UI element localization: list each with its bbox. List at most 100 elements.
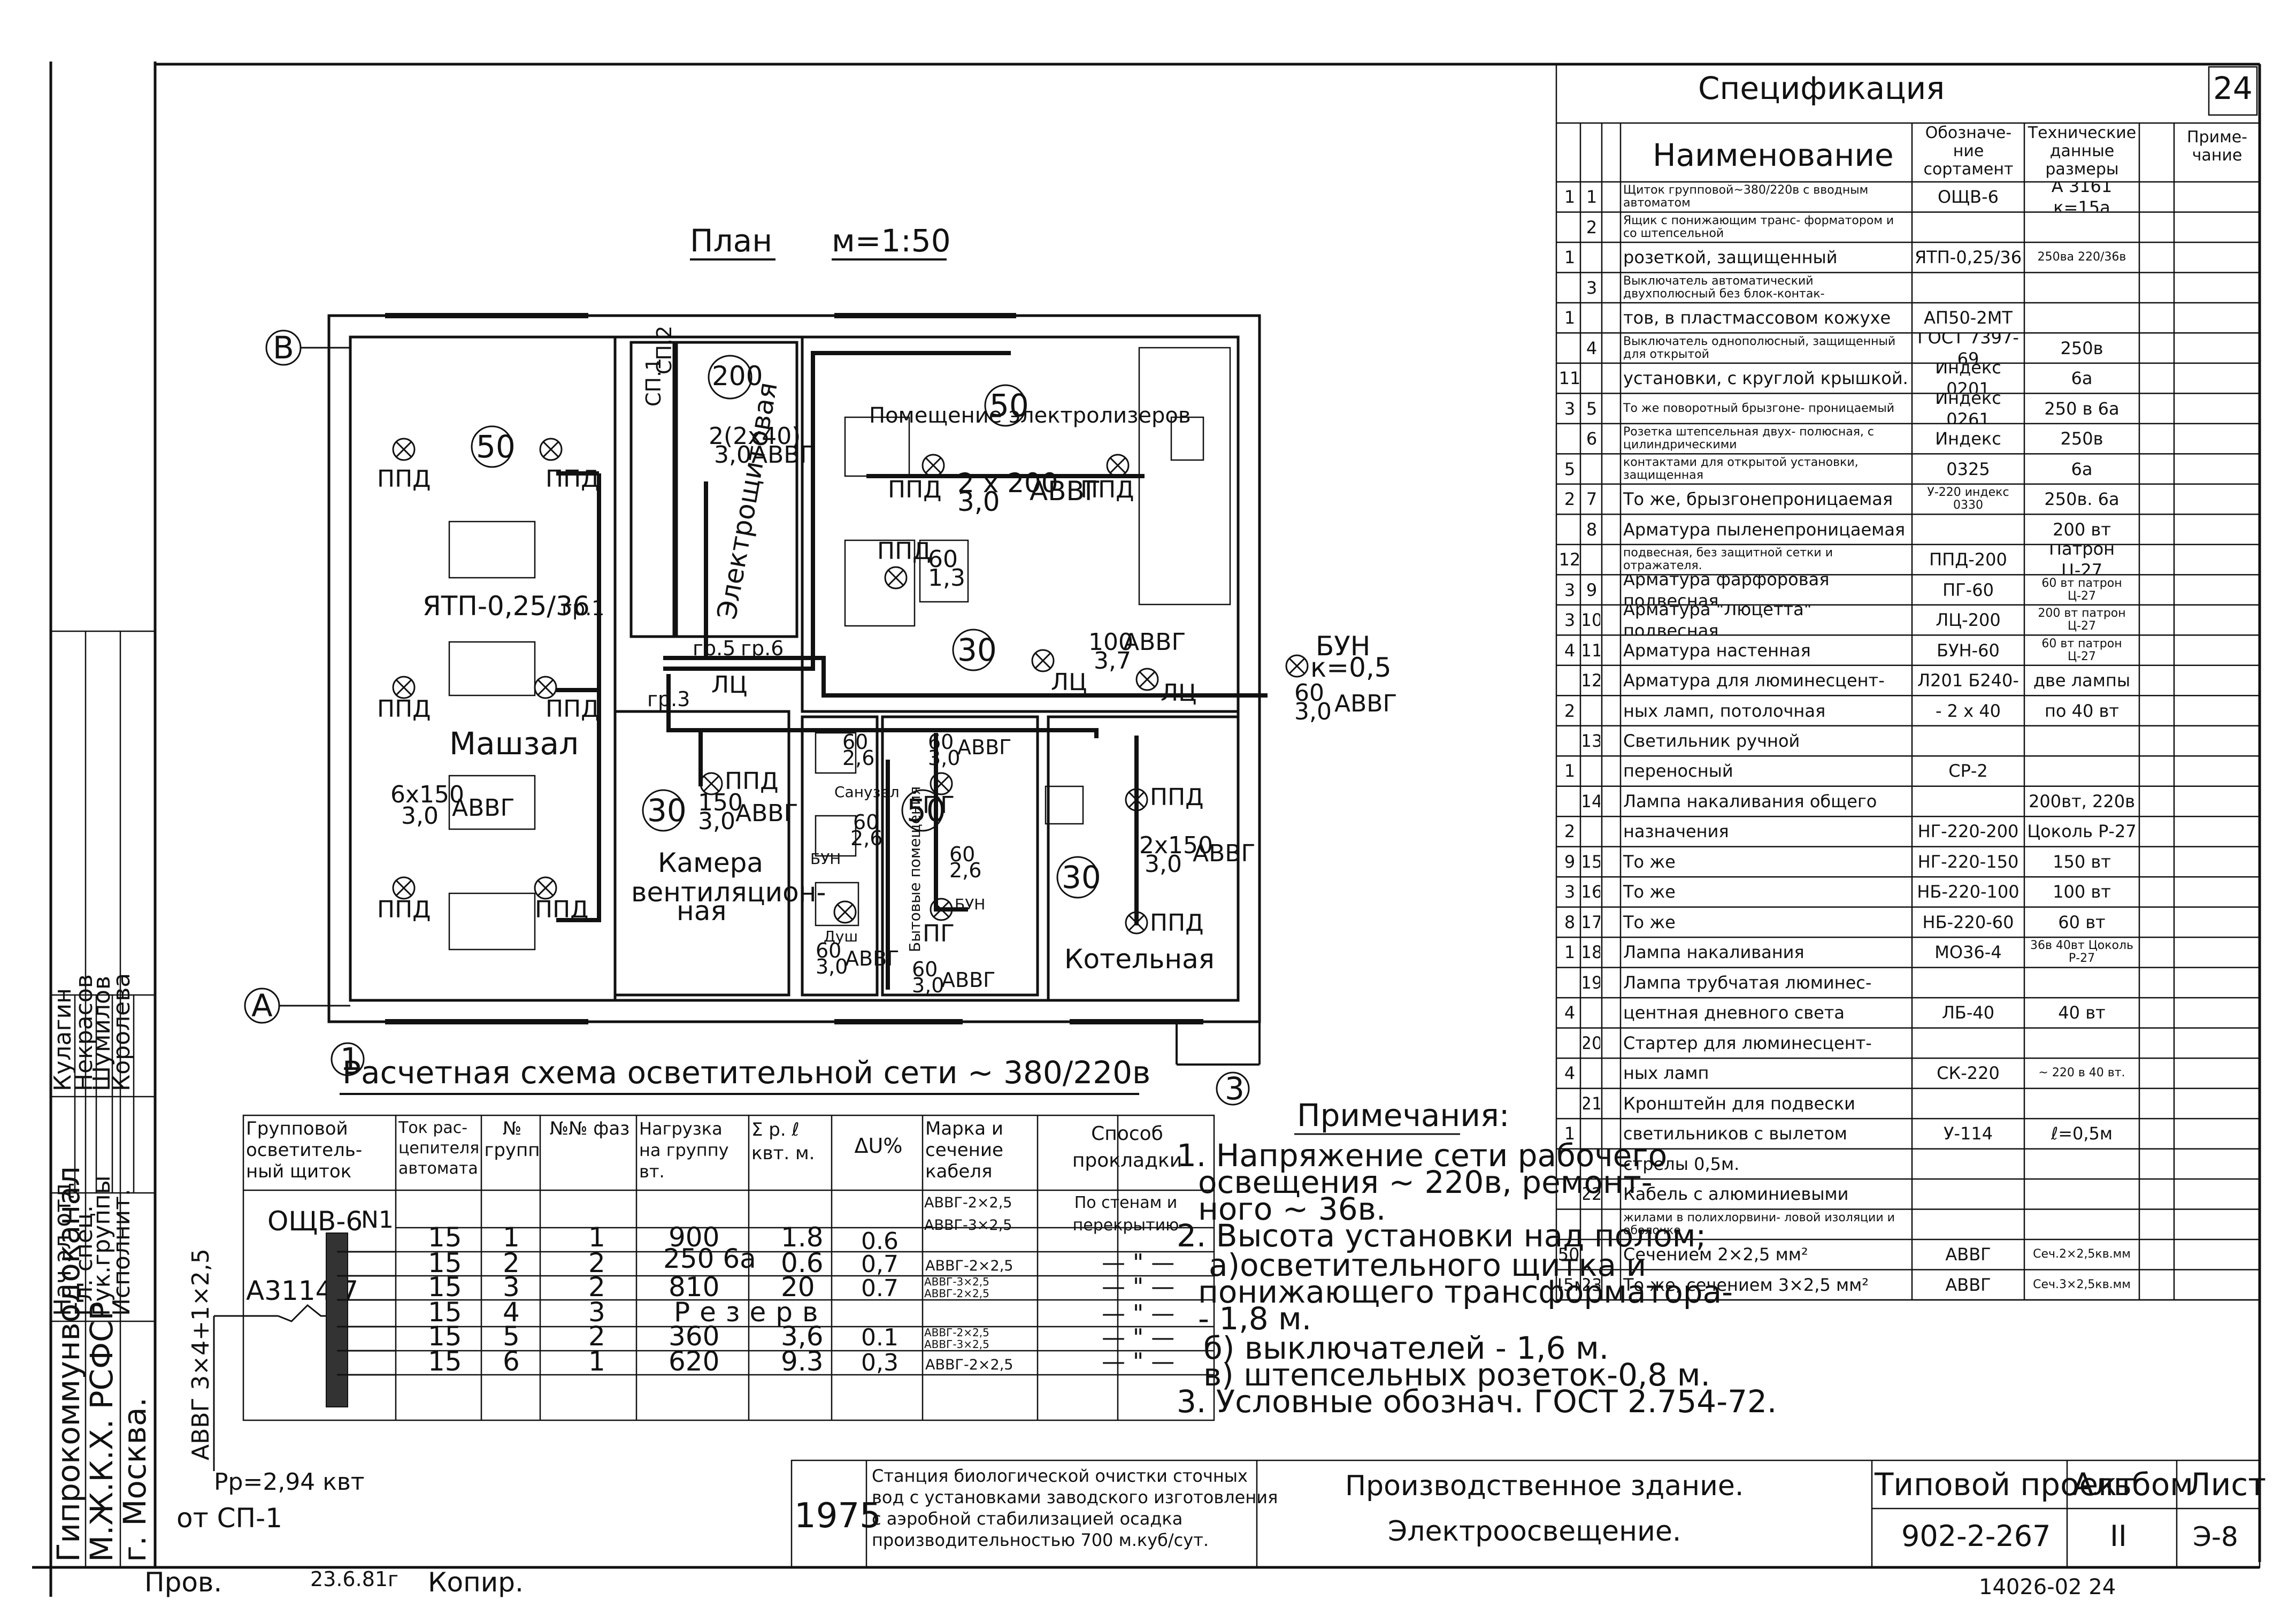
note-line-4: 2. Высота установки над полом; [1177, 1218, 1706, 1254]
wiring [556, 351, 1268, 990]
spec-col-tech: Технические данные размеры [2028, 124, 2137, 179]
cable-3-0-d: 3,0 [816, 955, 848, 978]
spec-name: То же, брызгонепроницаемая [1623, 489, 1893, 510]
label-ppd-11: ППД [1150, 784, 1204, 811]
th-board: Групповой осветитель- ный щиток [246, 1118, 363, 1182]
lamp-symbol [1106, 454, 1130, 477]
spec-tech [2027, 726, 2137, 755]
label-ppd-1: ППД [377, 465, 431, 493]
cable-60-d-type: АВВГ [845, 947, 899, 970]
spec-name: жилами в полихлорвини- ловой изоляции и … [1623, 1211, 1895, 1237]
note-line-3: ного ~ 36в. [1198, 1191, 1386, 1227]
r5-method: — " — [1102, 1324, 1174, 1351]
spec-qty: 4 [1564, 1063, 1576, 1084]
plan-title-text: План [690, 223, 772, 259]
cable-2x150: 2х150 [1139, 832, 1213, 859]
notes-title: Примечания: [1297, 1097, 1509, 1134]
spec-qty: 11 [1559, 368, 1580, 389]
spec-pos [1583, 817, 1600, 846]
role-2: Гл. спец. [71, 1205, 98, 1316]
lamp-symbol [1031, 649, 1055, 672]
spec-name: переносный [1623, 761, 1733, 782]
spec-name: стрелы 0,5м. [1623, 1153, 1740, 1174]
spec-tech [2027, 1150, 2137, 1178]
spec-tech: А 3161 к=15а [2051, 182, 2113, 212]
room-sanuzel: Санузел [834, 783, 900, 801]
spec-oboz [1915, 1029, 2022, 1058]
spec-name: Ящик с понижающим транс- форматором и со… [1623, 213, 1894, 240]
room-shower: Душ [824, 928, 858, 945]
station-4: производительностью 700 м.куб/сут. [872, 1530, 1209, 1550]
spec-pos: 8 [1586, 519, 1598, 540]
feeder-cable: АВВГ 3×4+1×2,5 [187, 1249, 214, 1460]
spec-oboz: НГ-220-200 [1917, 821, 2019, 842]
spec-pos: 6 [1586, 428, 1598, 449]
lamps [392, 438, 1309, 935]
axis-3: 3 [1225, 1070, 1245, 1107]
spec-name: Арматура для люминесцент- [1623, 670, 1885, 691]
spec-pos: 15 [1583, 851, 1600, 872]
note-line-9: в) штепсельных розеток-0,8 м. [1203, 1357, 1710, 1393]
spec-qty: 3 [1564, 398, 1576, 419]
cable-100-type: АВВГ [1123, 629, 1186, 656]
spec-pos [1583, 756, 1600, 785]
pp-value: Рр=2,94 квт [214, 1468, 364, 1496]
spec-tech: 250в [2060, 338, 2103, 358]
spec-name: Лампа накаливания общего [1623, 791, 1877, 812]
name-1: Кулагин [49, 988, 76, 1091]
label-bun-main: БУН [1316, 631, 1370, 662]
spec-tech: Сеч.3×2,5кв.мм [2033, 1277, 2131, 1291]
room-chamber-1: Камера [658, 847, 763, 878]
station-3: с аэробной стабилизацией осадка [872, 1509, 1182, 1529]
cable-60-b: 60 [853, 810, 879, 834]
cable-60-e-type: АВВГ [941, 968, 995, 992]
spec-pos: 9 [1586, 579, 1598, 600]
label-pg-1: ПГ [923, 792, 955, 819]
prov-date: 23.6.81г [310, 1567, 398, 1591]
r3-faz: 2 [588, 1272, 605, 1303]
spec-qty: 2 [1564, 489, 1576, 510]
spec-oboz: ПГ-60 [1942, 579, 1994, 600]
spec-qty: 45м [1559, 1274, 1580, 1295]
r1-tok: 15 [428, 1222, 462, 1253]
org-name-1: Гипрокоммунводоканал [50, 1166, 87, 1562]
spec-name: Кронштейн для подвески [1623, 1093, 1855, 1114]
r6-method: — " — [1102, 1348, 1174, 1375]
spec-tech: по 40 вт [2044, 700, 2120, 721]
spec-qty: 12 [1559, 549, 1580, 570]
note-line-1: 1. Напряжение сети рабочего [1177, 1137, 1667, 1174]
th-moment: Σ р. ℓ квт. м. [751, 1119, 815, 1164]
r5-cable: АВВГ-2×2,5 АВВГ-3×2,5 [924, 1327, 989, 1351]
lamp-symbol [1125, 911, 1148, 935]
spec-name: Лампа накаливания [1623, 942, 1804, 963]
axis-markers: В А 1 3 [244, 330, 1250, 1107]
spec-name: Арматура пыленепроницаемая [1623, 519, 1906, 540]
spec-pos: 20 [1583, 1032, 1600, 1053]
spec-tech [2027, 1029, 2137, 1058]
lux-chamber: 30 [647, 792, 687, 829]
r4-method: — " — [1102, 1300, 1174, 1327]
lamp-symbol [700, 772, 723, 795]
kopir-label: Копир. [428, 1567, 524, 1598]
spec-name: То же [1623, 912, 1676, 932]
lux-markers: 50 200 50 30 30 50 30 [471, 355, 1101, 899]
cable-60-san: 60 [842, 730, 868, 754]
spec-oboz: ППД-200 [1929, 549, 2007, 570]
role-3: Рук.группы [88, 1176, 116, 1316]
r1-gr: 1 [503, 1222, 520, 1253]
spec-pos: 11 [1583, 640, 1600, 661]
spec-name: Арматура "Люцетта" подвесная [1623, 605, 1812, 635]
spec-oboz: НБ-220-60 [1922, 912, 2014, 932]
label-ppd-2: ППД [546, 465, 600, 493]
spec-tech: 200 вт [2053, 519, 2111, 540]
spec-col-prim: Приме- чание [2186, 128, 2247, 165]
spec-name: То же [1623, 882, 1676, 902]
r1-pl: 1.8 [781, 1222, 824, 1253]
spec-oboz: Индекс 0201 [1935, 363, 2001, 393]
spec-tech: 200 вт патрон Ц-27 [2038, 607, 2126, 633]
spec-tech: 100 вт [2053, 882, 2111, 902]
r3-tok: 15 [428, 1272, 462, 1303]
lamp-symbol [833, 900, 857, 924]
spec-name: подвесная, без защитной сетки и отражате… [1623, 546, 1833, 573]
spec-pos [1583, 1119, 1600, 1148]
